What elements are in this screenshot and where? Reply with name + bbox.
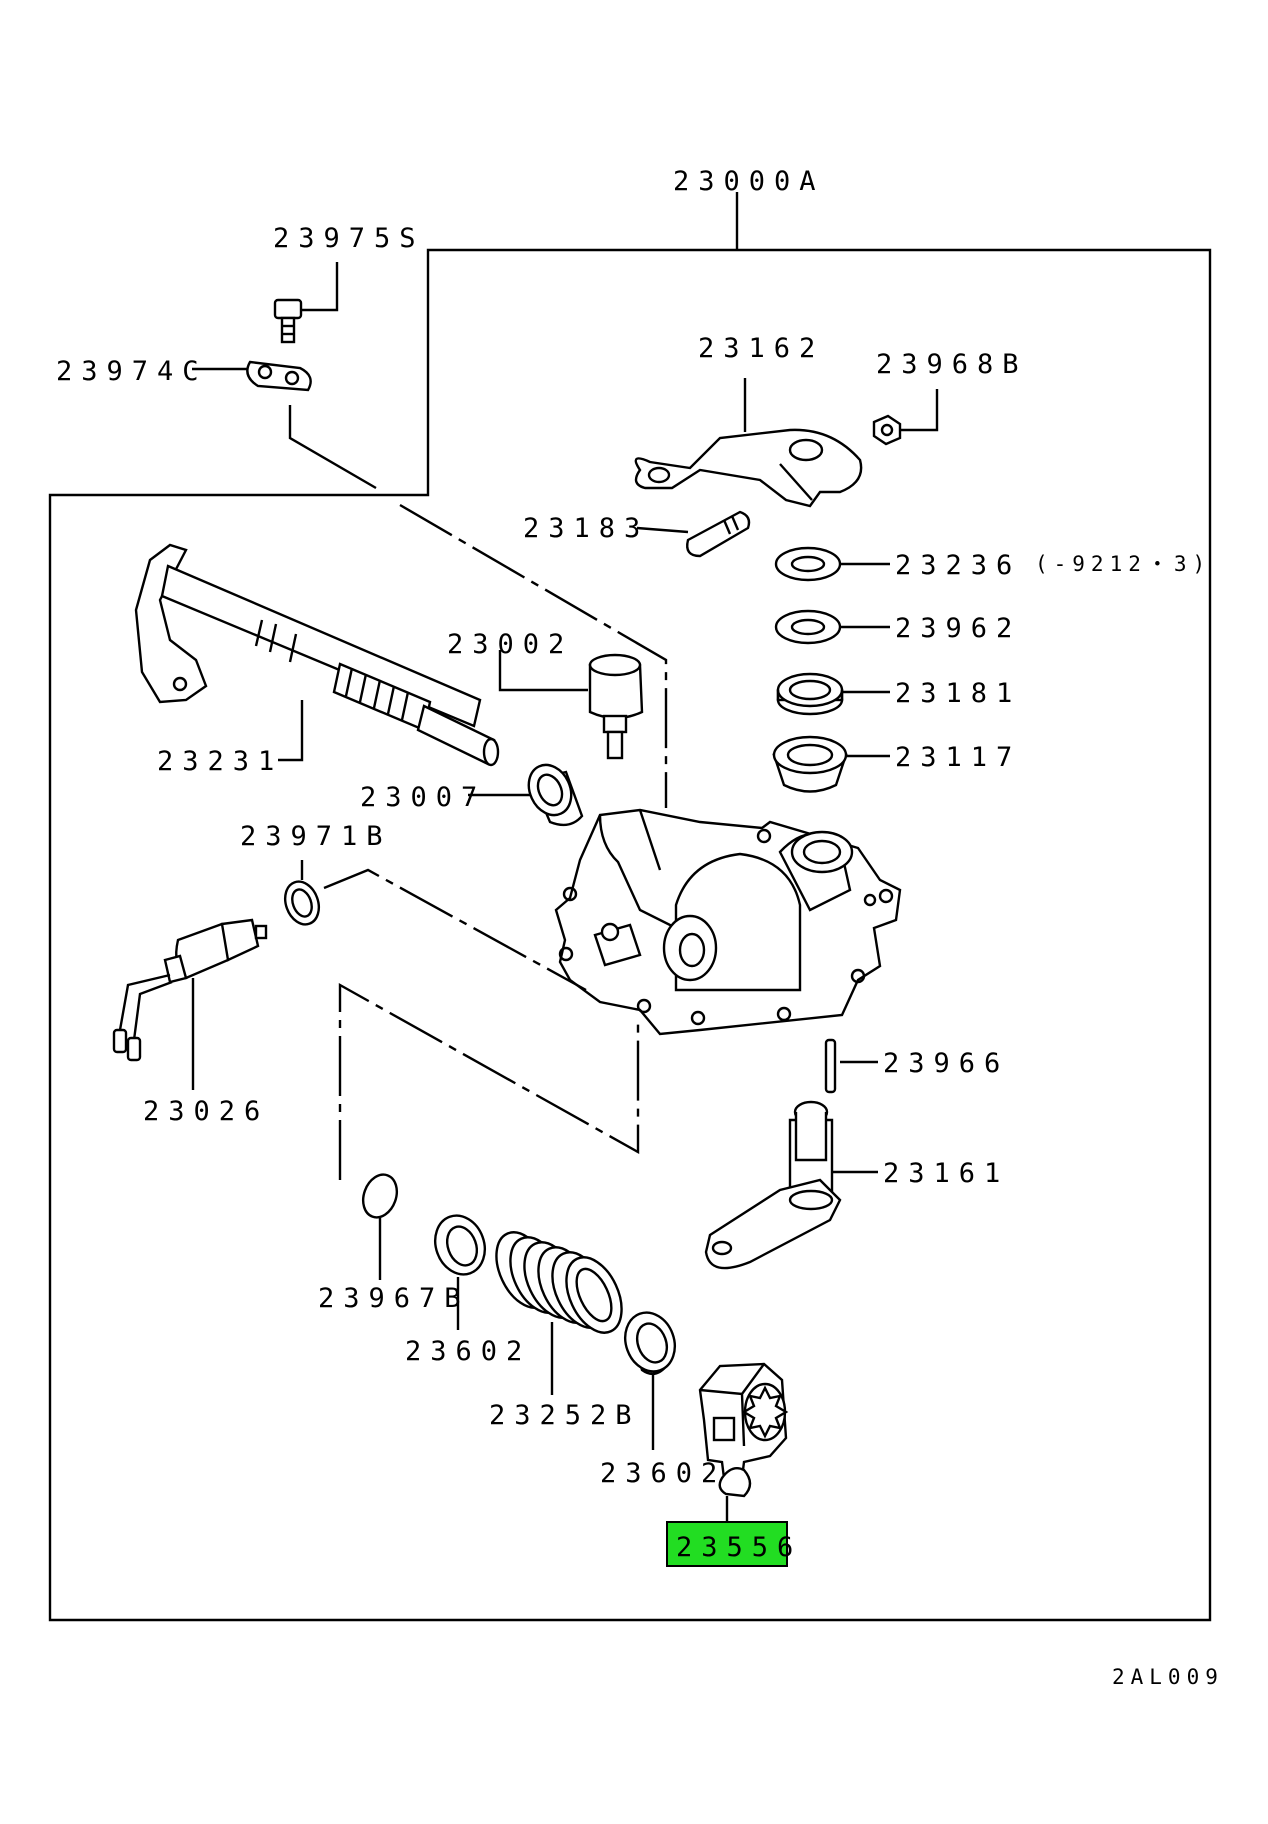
- oring-23967b[interactable]: [357, 1170, 402, 1222]
- label-23602-a: 23602: [405, 1336, 531, 1367]
- label-23162: 23162: [698, 333, 824, 364]
- washer-23236[interactable]: [774, 546, 842, 582]
- label-23252b: 23252B: [489, 1400, 641, 1431]
- axis-line-middle: [323, 868, 587, 992]
- nut-23968b[interactable]: [872, 414, 902, 446]
- leader-plate-to-body: [288, 405, 377, 490]
- lever-23161[interactable]: [704, 1100, 842, 1270]
- pin-23966[interactable]: [824, 1038, 837, 1094]
- bushing-23007[interactable]: [521, 758, 584, 827]
- label-23966: 23966: [883, 1048, 1009, 1079]
- bolt-23975s[interactable]: [273, 298, 303, 344]
- bearing-23181[interactable]: [776, 672, 844, 716]
- label-23183: 23183: [523, 513, 649, 544]
- spring-seat-23602-a[interactable]: [427, 1209, 493, 1282]
- spring-23252b[interactable]: [485, 1224, 632, 1342]
- leader-23002: [498, 650, 588, 692]
- label-23556[interactable]: 23556: [676, 1532, 802, 1563]
- label-23968b: 23968B: [876, 349, 1028, 380]
- label-23002: 23002: [447, 629, 573, 660]
- assembly-frame: [48, 248, 1212, 1622]
- washer-23962[interactable]: [774, 609, 842, 645]
- label-23602-b: 23602: [600, 1458, 726, 1489]
- label-23181: 23181: [895, 678, 1021, 709]
- label-23975s: 23975S: [273, 223, 425, 254]
- label-23967b: 23967B: [318, 1283, 470, 1314]
- label-23117: 23117: [895, 742, 1021, 773]
- label-23962: 23962: [895, 613, 1021, 644]
- shift-block-23556[interactable]: [698, 1362, 789, 1498]
- pin-23183[interactable]: [686, 510, 751, 558]
- oring-23971b[interactable]: [279, 877, 324, 929]
- label-23974c: 23974C: [56, 356, 208, 387]
- plate-23974c[interactable]: [246, 360, 312, 392]
- shaft-23231[interactable]: [134, 543, 500, 767]
- axis-line-lower: [338, 982, 640, 1180]
- leader-23975s: [300, 262, 339, 312]
- assembly-label: 23000A: [673, 166, 825, 197]
- leader-23183: [636, 526, 689, 534]
- axis-line-upper: [399, 503, 668, 808]
- leader-23968b: [900, 389, 939, 432]
- label-23231: 23231: [157, 746, 283, 777]
- label-23026: 23026: [143, 1096, 269, 1127]
- leader-23231: [278, 700, 304, 762]
- spring-seat-23602-b[interactable]: [617, 1306, 683, 1379]
- label-23971b: 23971B: [240, 821, 392, 852]
- bracket-23162[interactable]: [634, 428, 863, 508]
- seal-23117[interactable]: [772, 735, 848, 793]
- label-23161: 23161: [883, 1158, 1009, 1189]
- note-23236: (-9212・3): [1035, 552, 1211, 576]
- gear-case-body[interactable]: [554, 808, 902, 1036]
- highlight-box-23556: [666, 1521, 788, 1567]
- diagram-code: 2AL009: [1112, 1665, 1224, 1689]
- label-23007: 23007: [360, 782, 486, 813]
- label-23236: 23236: [895, 550, 1021, 581]
- switch-23026[interactable]: [112, 918, 268, 1062]
- breather-23002[interactable]: [588, 653, 644, 760]
